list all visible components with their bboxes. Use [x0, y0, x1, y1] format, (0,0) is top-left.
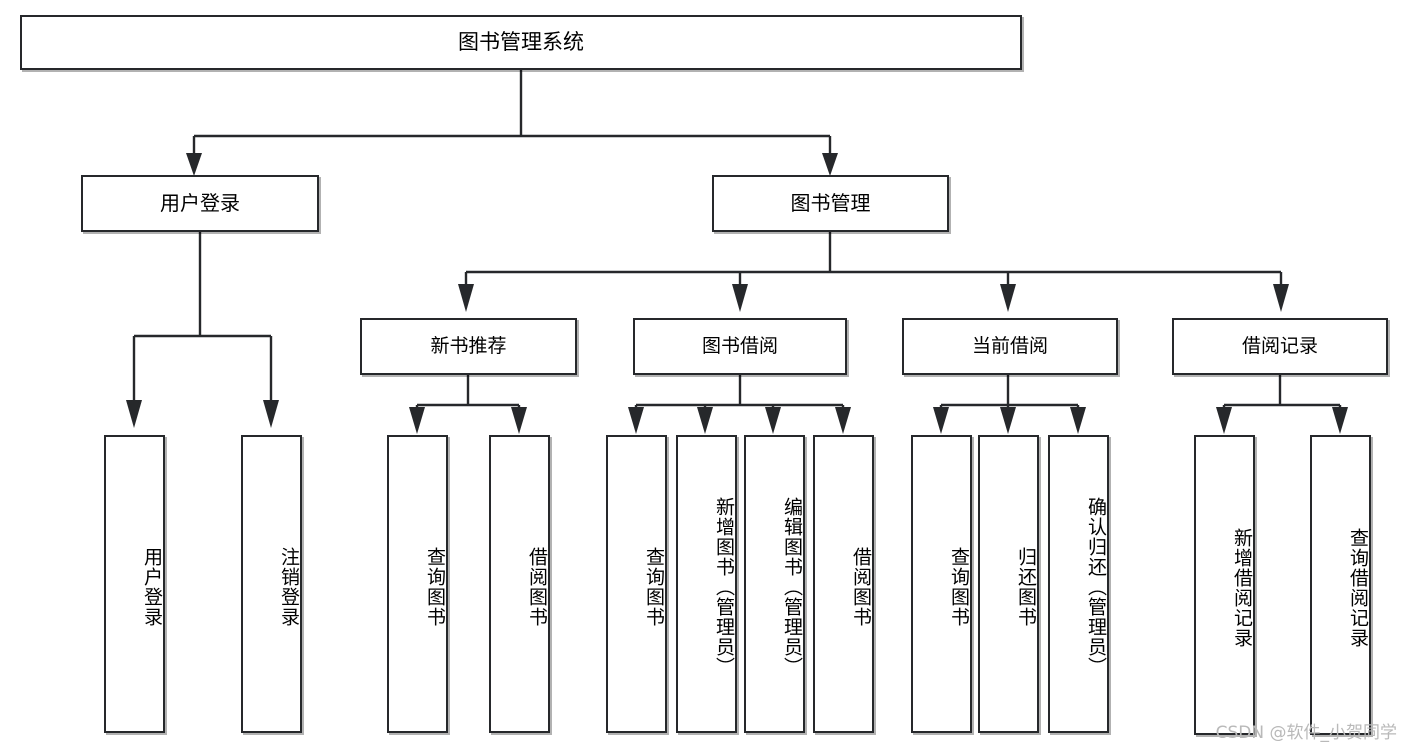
- arrow-borrow-record: [1273, 284, 1289, 312]
- leaf-bb-edit-book[interactable]: 编辑图书（管理员）: [744, 435, 805, 733]
- arrow-cb-query: [933, 407, 949, 434]
- leaf-bb-add-book-label: 新增图书（管理员）: [713, 497, 735, 677]
- leaf-logout[interactable]: 注销登录: [241, 435, 302, 733]
- leaf-bb-query-book-label: 查询图书: [643, 547, 665, 627]
- arrow-bb-query: [628, 407, 644, 434]
- node-book-borrow-label: 图书借阅: [701, 335, 778, 358]
- leaf-cb-return-book-label: 归还图书: [1015, 547, 1037, 627]
- arrow-leaf-logout: [263, 400, 279, 428]
- node-book-management-label: 图书管理: [790, 190, 871, 215]
- arrow-current-borrow: [1000, 284, 1016, 312]
- arrow-bb-edit: [765, 407, 781, 434]
- arrow-cb-confirm: [1070, 407, 1086, 434]
- leaf-br-add-record-label: 新增借阅记录: [1231, 528, 1253, 648]
- node-root-label: 图书管理系统: [458, 30, 584, 55]
- arrow-user-login: [186, 153, 202, 176]
- node-book-management[interactable]: 图书管理: [712, 175, 949, 232]
- node-user-login-label: 用户登录: [160, 190, 240, 215]
- leaf-br-add-record[interactable]: 新增借阅记录: [1194, 435, 1255, 735]
- node-borrow-record-label: 借阅记录: [1241, 335, 1318, 358]
- leaf-user-login-label: 用户登录: [141, 547, 163, 627]
- arrow-cb-return: [1000, 407, 1016, 434]
- node-root[interactable]: 图书管理系统: [20, 15, 1022, 70]
- leaf-nbr-borrow-book-label: 借阅图书: [526, 547, 548, 627]
- leaf-cb-query-book-label: 查询图书: [948, 547, 970, 627]
- leaf-cb-return-book[interactable]: 归还图书: [978, 435, 1039, 733]
- node-new-book-recommend-label: 新书推荐: [430, 335, 507, 358]
- leaf-cb-confirm-return-label: 确认归还（管理员）: [1085, 497, 1107, 677]
- leaf-cb-confirm-return[interactable]: 确认归还（管理员）: [1048, 435, 1109, 733]
- node-borrow-record[interactable]: 借阅记录: [1172, 318, 1388, 375]
- leaf-bb-borrow-book[interactable]: 借阅图书: [813, 435, 874, 733]
- leaf-br-query-record-label: 查询借阅记录: [1347, 528, 1369, 648]
- leaf-bb-edit-book-label: 编辑图书（管理员）: [781, 497, 803, 677]
- arrow-bb-borrow: [835, 407, 851, 434]
- leaf-logout-label: 注销登录: [278, 547, 300, 627]
- leaf-cb-query-book[interactable]: 查询图书: [911, 435, 972, 733]
- node-current-borrow[interactable]: 当前借阅: [902, 318, 1118, 375]
- arrow-nbr-borrow: [511, 407, 527, 434]
- node-new-book-recommend[interactable]: 新书推荐: [360, 318, 577, 375]
- node-user-login[interactable]: 用户登录: [81, 175, 319, 232]
- leaf-nbr-query-book[interactable]: 查询图书: [387, 435, 448, 733]
- csdn-watermark: CSDN @软件_小贺同学: [1215, 723, 1397, 743]
- leaf-bb-borrow-book-label: 借阅图书: [850, 547, 872, 627]
- arrow-br-query: [1332, 407, 1348, 434]
- leaf-nbr-query-book-label: 查询图书: [424, 547, 446, 627]
- arrow-br-add: [1216, 407, 1232, 434]
- arrow-new-book-rec: [458, 284, 474, 312]
- arrow-nbr-query: [409, 407, 425, 434]
- arrow-book-mgmt: [822, 153, 838, 176]
- node-current-borrow-label: 当前借阅: [971, 335, 1048, 358]
- node-book-borrow[interactable]: 图书借阅: [633, 318, 847, 375]
- leaf-nbr-borrow-book[interactable]: 借阅图书: [489, 435, 550, 733]
- leaf-user-login[interactable]: 用户登录: [104, 435, 165, 733]
- leaf-bb-query-book[interactable]: 查询图书: [606, 435, 667, 733]
- leaf-bb-add-book[interactable]: 新增图书（管理员）: [676, 435, 737, 733]
- arrow-book-borrow: [732, 284, 748, 312]
- leaf-br-query-record[interactable]: 查询借阅记录: [1310, 435, 1371, 735]
- arrow-bb-add: [697, 407, 713, 434]
- arrow-leaf-user-login: [126, 400, 142, 428]
